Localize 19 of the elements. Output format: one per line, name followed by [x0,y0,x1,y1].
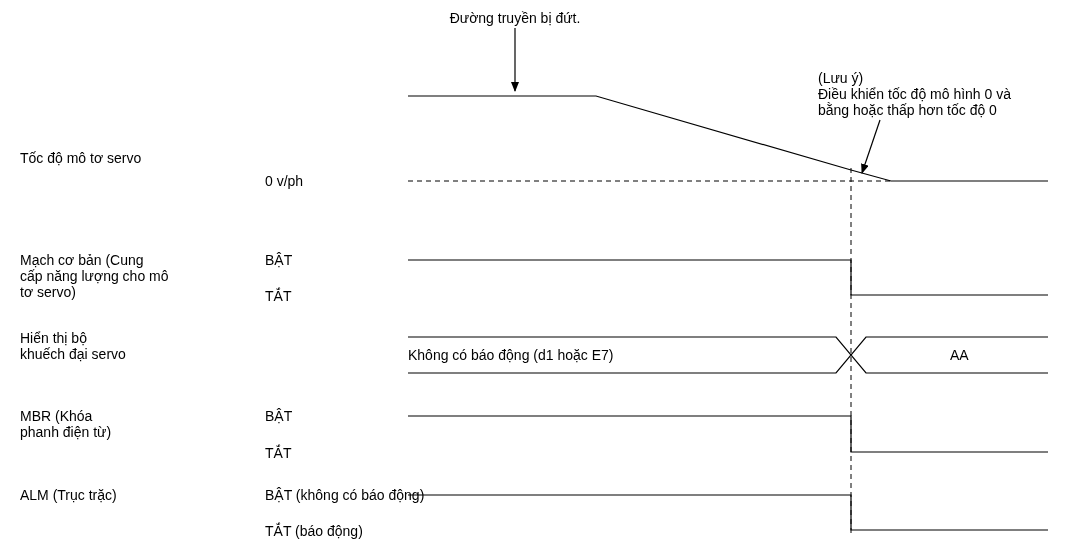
state-text: AA [950,347,970,363]
state-label: TẮT (báo động) [265,523,364,539]
leader-line [861,119,881,174]
signal-name: ALM (Trục trặc) [20,487,118,503]
state-label: BẬT [265,252,294,268]
callout-note: Đường truyền bị đứt. [445,10,585,26]
note-text: Điều khiển tốc độ mô hình 0 và bằng hoặc thấp hơn tốc độ 0 [818,86,1012,118]
leader-line [511,27,519,92]
signal-name: Hiển thị bộ khuếch đại servo [20,330,127,362]
state-text: Không có báo động (d1 hoặc E7) [408,347,615,363]
note-heading: (Lưu ý) [818,70,864,86]
state-label: BẬT (không có báo động) [265,487,426,503]
axis-value: 0 v/ph [265,173,305,189]
state-label: BẬT [265,408,294,424]
signal-name: Tốc độ mô tơ servo [20,150,143,166]
state-label: TẮT [265,445,293,461]
state-label: TẮT [265,288,293,304]
signal-name: MBR (Khóa phanh điện từ) [20,408,113,440]
signal-name: Mạch cơ bản (Cung cấp năng lượng cho mô tơ servo) [20,252,170,300]
